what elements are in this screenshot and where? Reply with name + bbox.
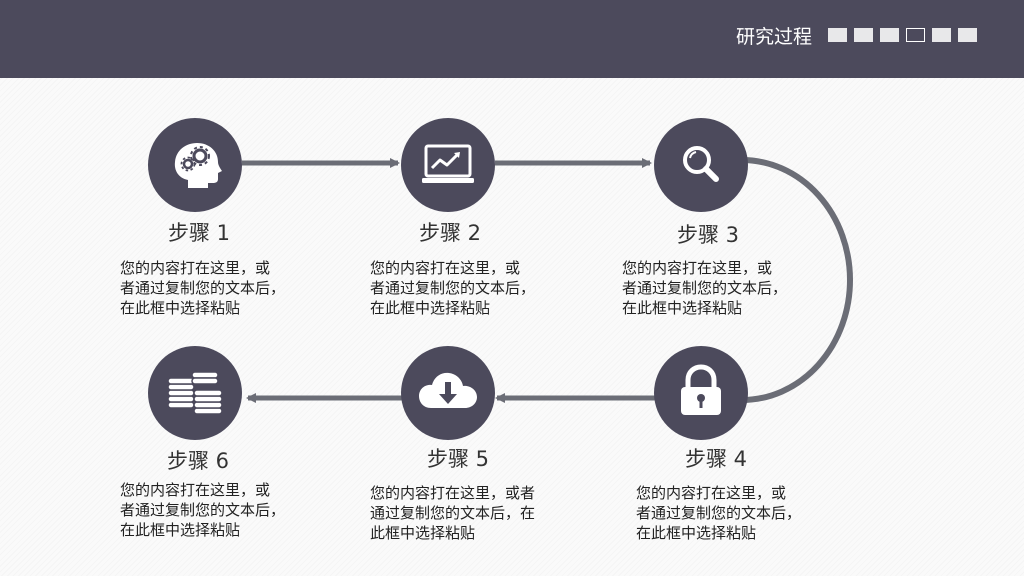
step-4-circle [654, 346, 748, 440]
progress-square [880, 28, 899, 42]
cloud-download-icon [419, 372, 477, 408]
search-icon [683, 146, 719, 182]
progress-square [828, 28, 847, 42]
step-2-circle [401, 118, 495, 212]
step-6-label: 步骤 6 [166, 449, 230, 473]
header-bar: 研究过程 [0, 0, 1024, 78]
step-1-label: 步骤 1 [167, 221, 231, 245]
step-4-label: 步骤 4 [684, 447, 748, 471]
step-6-circle [148, 346, 242, 440]
step-3-description: 您的内容打在这里，或 者通过复制您的文本后， 在此框中选择粘贴 [622, 259, 788, 317]
head-gears-icon [174, 143, 222, 188]
chart-monitor-icon [422, 144, 474, 183]
step-1-description: 您的内容打在这里，或 者通过复制您的文本后， 在此框中选择粘贴 [120, 259, 286, 317]
lock-icon [681, 364, 721, 415]
step-5-description: 您的内容打在这里，或者 通过复制您的文本后，在 此框中选择粘贴 [370, 484, 536, 542]
progress-square-active [906, 28, 925, 42]
step-4-description: 您的内容打在这里，或 者通过复制您的文本后， 在此框中选择粘贴 [636, 484, 802, 542]
step-3-label: 步骤 3 [676, 223, 740, 247]
progress-square [854, 28, 873, 42]
step-5-label: 步骤 5 [426, 447, 490, 471]
page-title: 研究过程 [736, 26, 813, 48]
coins-icon [167, 371, 223, 415]
step-3-circle [654, 118, 748, 212]
progress-square [932, 28, 951, 42]
step-2-description: 您的内容打在这里，或 者通过复制您的文本后， 在此框中选择粘贴 [370, 259, 536, 317]
step-2-label: 步骤 2 [418, 221, 482, 245]
step-6-description: 您的内容打在这里，或 者通过复制您的文本后， 在此框中选择粘贴 [120, 481, 286, 539]
step-1-circle [148, 118, 242, 212]
step-5-circle [401, 346, 495, 440]
arc-step3-to-step4 [741, 157, 853, 403]
progress-square [958, 28, 977, 42]
